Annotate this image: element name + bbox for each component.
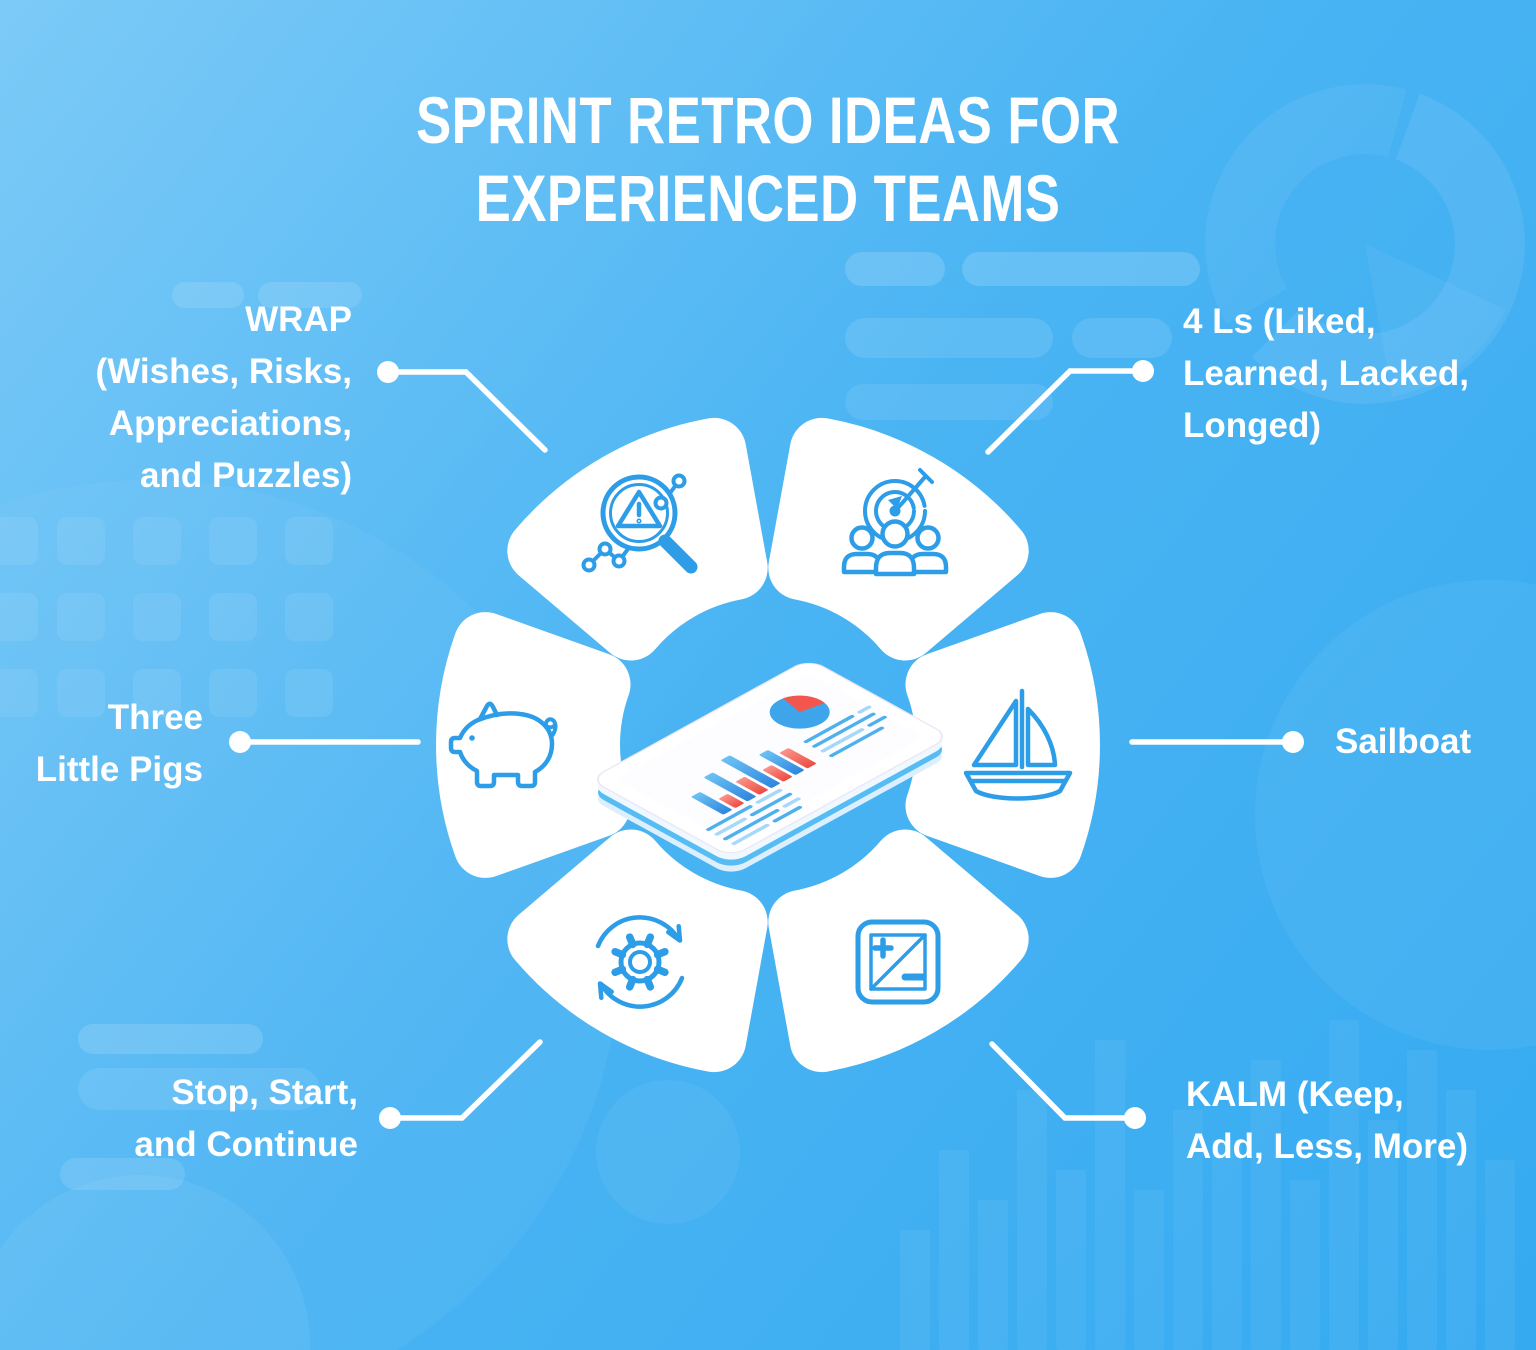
ring-segment: [436, 612, 631, 878]
connector-dot-stop-start-continue: [379, 1107, 401, 1129]
segment-ring: [436, 417, 1100, 1073]
team-target-icon: [841, 468, 949, 577]
label-line: Add, Less, More): [1186, 1127, 1468, 1166]
bar-decoration: [1134, 1190, 1164, 1350]
label-line: and Continue: [134, 1125, 358, 1164]
connector-dot-three-little-pigs: [229, 731, 251, 753]
label-line: Three: [107, 698, 203, 737]
square-decoration: [133, 593, 181, 641]
connector-stop-start-continue: [387, 1039, 543, 1121]
ring-segment: [905, 612, 1100, 878]
pill-decoration: [845, 384, 1053, 420]
label-three-little-pigs: Three Little Pigs: [36, 692, 203, 796]
square-decoration: [0, 517, 38, 565]
bar-decoration: [1173, 1110, 1203, 1350]
bar-decoration: [939, 1150, 969, 1350]
donut-arc: [1251, 93, 1525, 404]
square-decoration: [133, 517, 181, 565]
tablet-face: [596, 662, 944, 854]
pill-decoration: [962, 252, 1200, 286]
bar-decoration: [1017, 1090, 1047, 1350]
pill-decoration: [78, 1068, 320, 1110]
soft-circle-decoration: [0, 1175, 310, 1350]
pill-decoration: [78, 1024, 263, 1054]
label-kalm: KALM (Keep, Add, Less, More): [1186, 1069, 1468, 1173]
label-line: Learned, Lacked,: [1183, 354, 1469, 393]
ring-segment: [768, 829, 1029, 1073]
tablet-text-lines: [705, 705, 888, 845]
bar-decoration: [1446, 1090, 1476, 1350]
pill-decoration: [172, 282, 244, 308]
donut-chart-decoration: [1205, 84, 1525, 404]
tablet-bar-chart: [691, 748, 816, 815]
connector-dot-sailboat: [1282, 731, 1304, 753]
square-decoration: [133, 669, 181, 717]
gear-cycle-icon: [595, 915, 685, 1009]
label-stop-start-continue: Stop, Start, and Continue: [134, 1067, 358, 1171]
bar-decoration: [900, 1230, 930, 1350]
pig-icon: [448, 701, 558, 789]
square-decoration: [209, 669, 257, 717]
label-line: KALM (Keep,: [1186, 1075, 1404, 1114]
connector-dot-four-ls: [1132, 360, 1154, 382]
bar-decoration: [1407, 1050, 1437, 1350]
bar-decoration: [978, 1200, 1008, 1350]
page-title-line: SPRINT RETRO IDEAS FOR: [415, 83, 1121, 157]
pill-decoration: [1072, 318, 1172, 358]
square-decoration: [209, 517, 257, 565]
plus-minus-icon: [855, 919, 941, 1005]
label-line: WRAP: [245, 300, 352, 339]
tablet-dashboard-illustration: [596, 662, 944, 872]
connector-dot-kalm: [1124, 1107, 1146, 1129]
square-decoration: [57, 669, 105, 717]
magnifier-alert-icon: [581, 473, 698, 574]
bar-decoration: [1329, 1020, 1359, 1350]
label-line: (Wishes, Risks,: [95, 352, 352, 391]
square-decoration: [285, 517, 333, 565]
square-decoration: [0, 593, 38, 641]
soft-circle-decoration: [596, 1080, 740, 1224]
donut-wedge: [1365, 244, 1506, 397]
square-decoration: [285, 593, 333, 641]
soft-circle-decoration: [1255, 580, 1536, 1050]
pill-decoration: [845, 318, 1053, 358]
square-decoration: [0, 669, 38, 717]
square-decoration: [209, 593, 257, 641]
connectors: [229, 360, 1304, 1129]
bar-decoration: [1095, 1040, 1125, 1350]
bar-decoration: [1056, 1170, 1086, 1350]
bar-decoration: [1212, 1140, 1242, 1350]
label-wrap: WRAP (Wishes, Risks, Appreciations, and …: [96, 294, 352, 502]
bar-decoration: [1251, 1060, 1281, 1350]
donut-arc: [1205, 84, 1407, 324]
pill-decoration: [60, 1158, 185, 1190]
connector-dot-wrap: [377, 361, 399, 383]
connector-wrap: [385, 369, 548, 453]
label-line: 4 Ls (Liked,: [1183, 302, 1376, 341]
label-line: Appreciations,: [108, 404, 352, 443]
label-sailboat: Sailboat: [1335, 716, 1471, 768]
square-decoration: [285, 669, 333, 717]
connector-four-ls: [985, 368, 1146, 455]
label-line: and Puzzles): [140, 456, 352, 495]
bar-decoration: [1368, 1120, 1398, 1350]
label-line: Longed): [1183, 406, 1322, 445]
pill-decoration: [258, 282, 362, 308]
connector-kalm: [989, 1041, 1138, 1121]
sailboat-icon: [963, 688, 1073, 801]
square-decoration: [57, 517, 105, 565]
tablet-pie-chart: [769, 695, 830, 729]
label-line: Little Pigs: [35, 750, 203, 789]
square-decoration: [57, 593, 105, 641]
bar-decoration: [1290, 1180, 1320, 1350]
page-title: SPRINT RETRO IDEAS FOR EXPERIENCED TEAMS: [0, 81, 1536, 237]
bar-decoration: [1485, 1160, 1515, 1350]
label-four-ls: 4 Ls (Liked, Learned, Lacked, Longed): [1183, 296, 1469, 452]
pill-decoration: [845, 252, 945, 286]
label-line: Sailboat: [1335, 722, 1472, 761]
label-line: Stop, Start,: [171, 1073, 358, 1112]
page-title-line: EXPERIENCED TEAMS: [475, 161, 1061, 235]
